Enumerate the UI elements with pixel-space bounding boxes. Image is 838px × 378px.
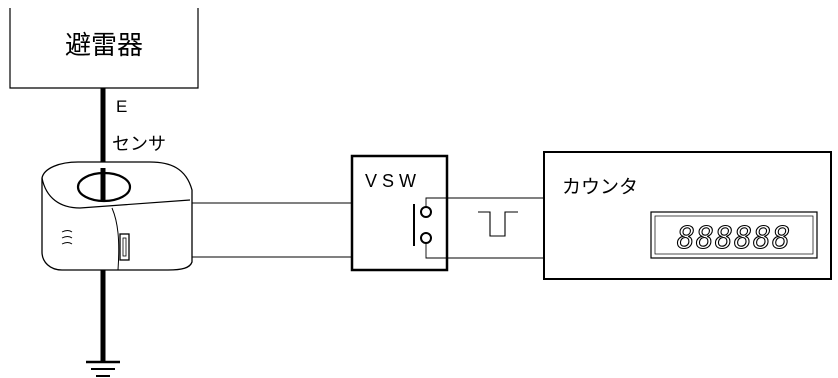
- sensor-top-face: [41, 177, 191, 209]
- ground-conductor: E: [100, 88, 127, 362]
- sensor-latch-inner: [122, 237, 127, 257]
- counter-display-inner: [654, 215, 814, 255]
- counter-label: カウンタ: [562, 176, 638, 198]
- pulse-waveform-icon: [478, 211, 518, 237]
- ground-symbol-icon: [86, 360, 120, 377]
- vsw-block: V S W: [350, 154, 449, 272]
- ground-line-label: E: [116, 97, 127, 116]
- sensor-side-marks: [61, 230, 73, 245]
- arrester-block: 避雷器: [9, 8, 199, 89]
- arrester-label: 避雷器: [65, 31, 143, 61]
- vsw-to-counter-wires: [425, 197, 544, 259]
- counter-display-frame: [650, 211, 818, 259]
- sensor-block: センサ: [41, 134, 193, 271]
- switch-contacts-icon: [413, 204, 432, 246]
- vsw-label: V S W: [365, 171, 416, 191]
- sensor-side-edge: [111, 207, 120, 271]
- sensor-to-vsw-wires: [192, 202, 352, 258]
- sensor-latch: [119, 233, 130, 261]
- counter-block: カウンタ 888888: [543, 151, 832, 280]
- counter-display-value: 888888: [677, 221, 791, 256]
- sensor-label: センサ: [112, 134, 166, 155]
